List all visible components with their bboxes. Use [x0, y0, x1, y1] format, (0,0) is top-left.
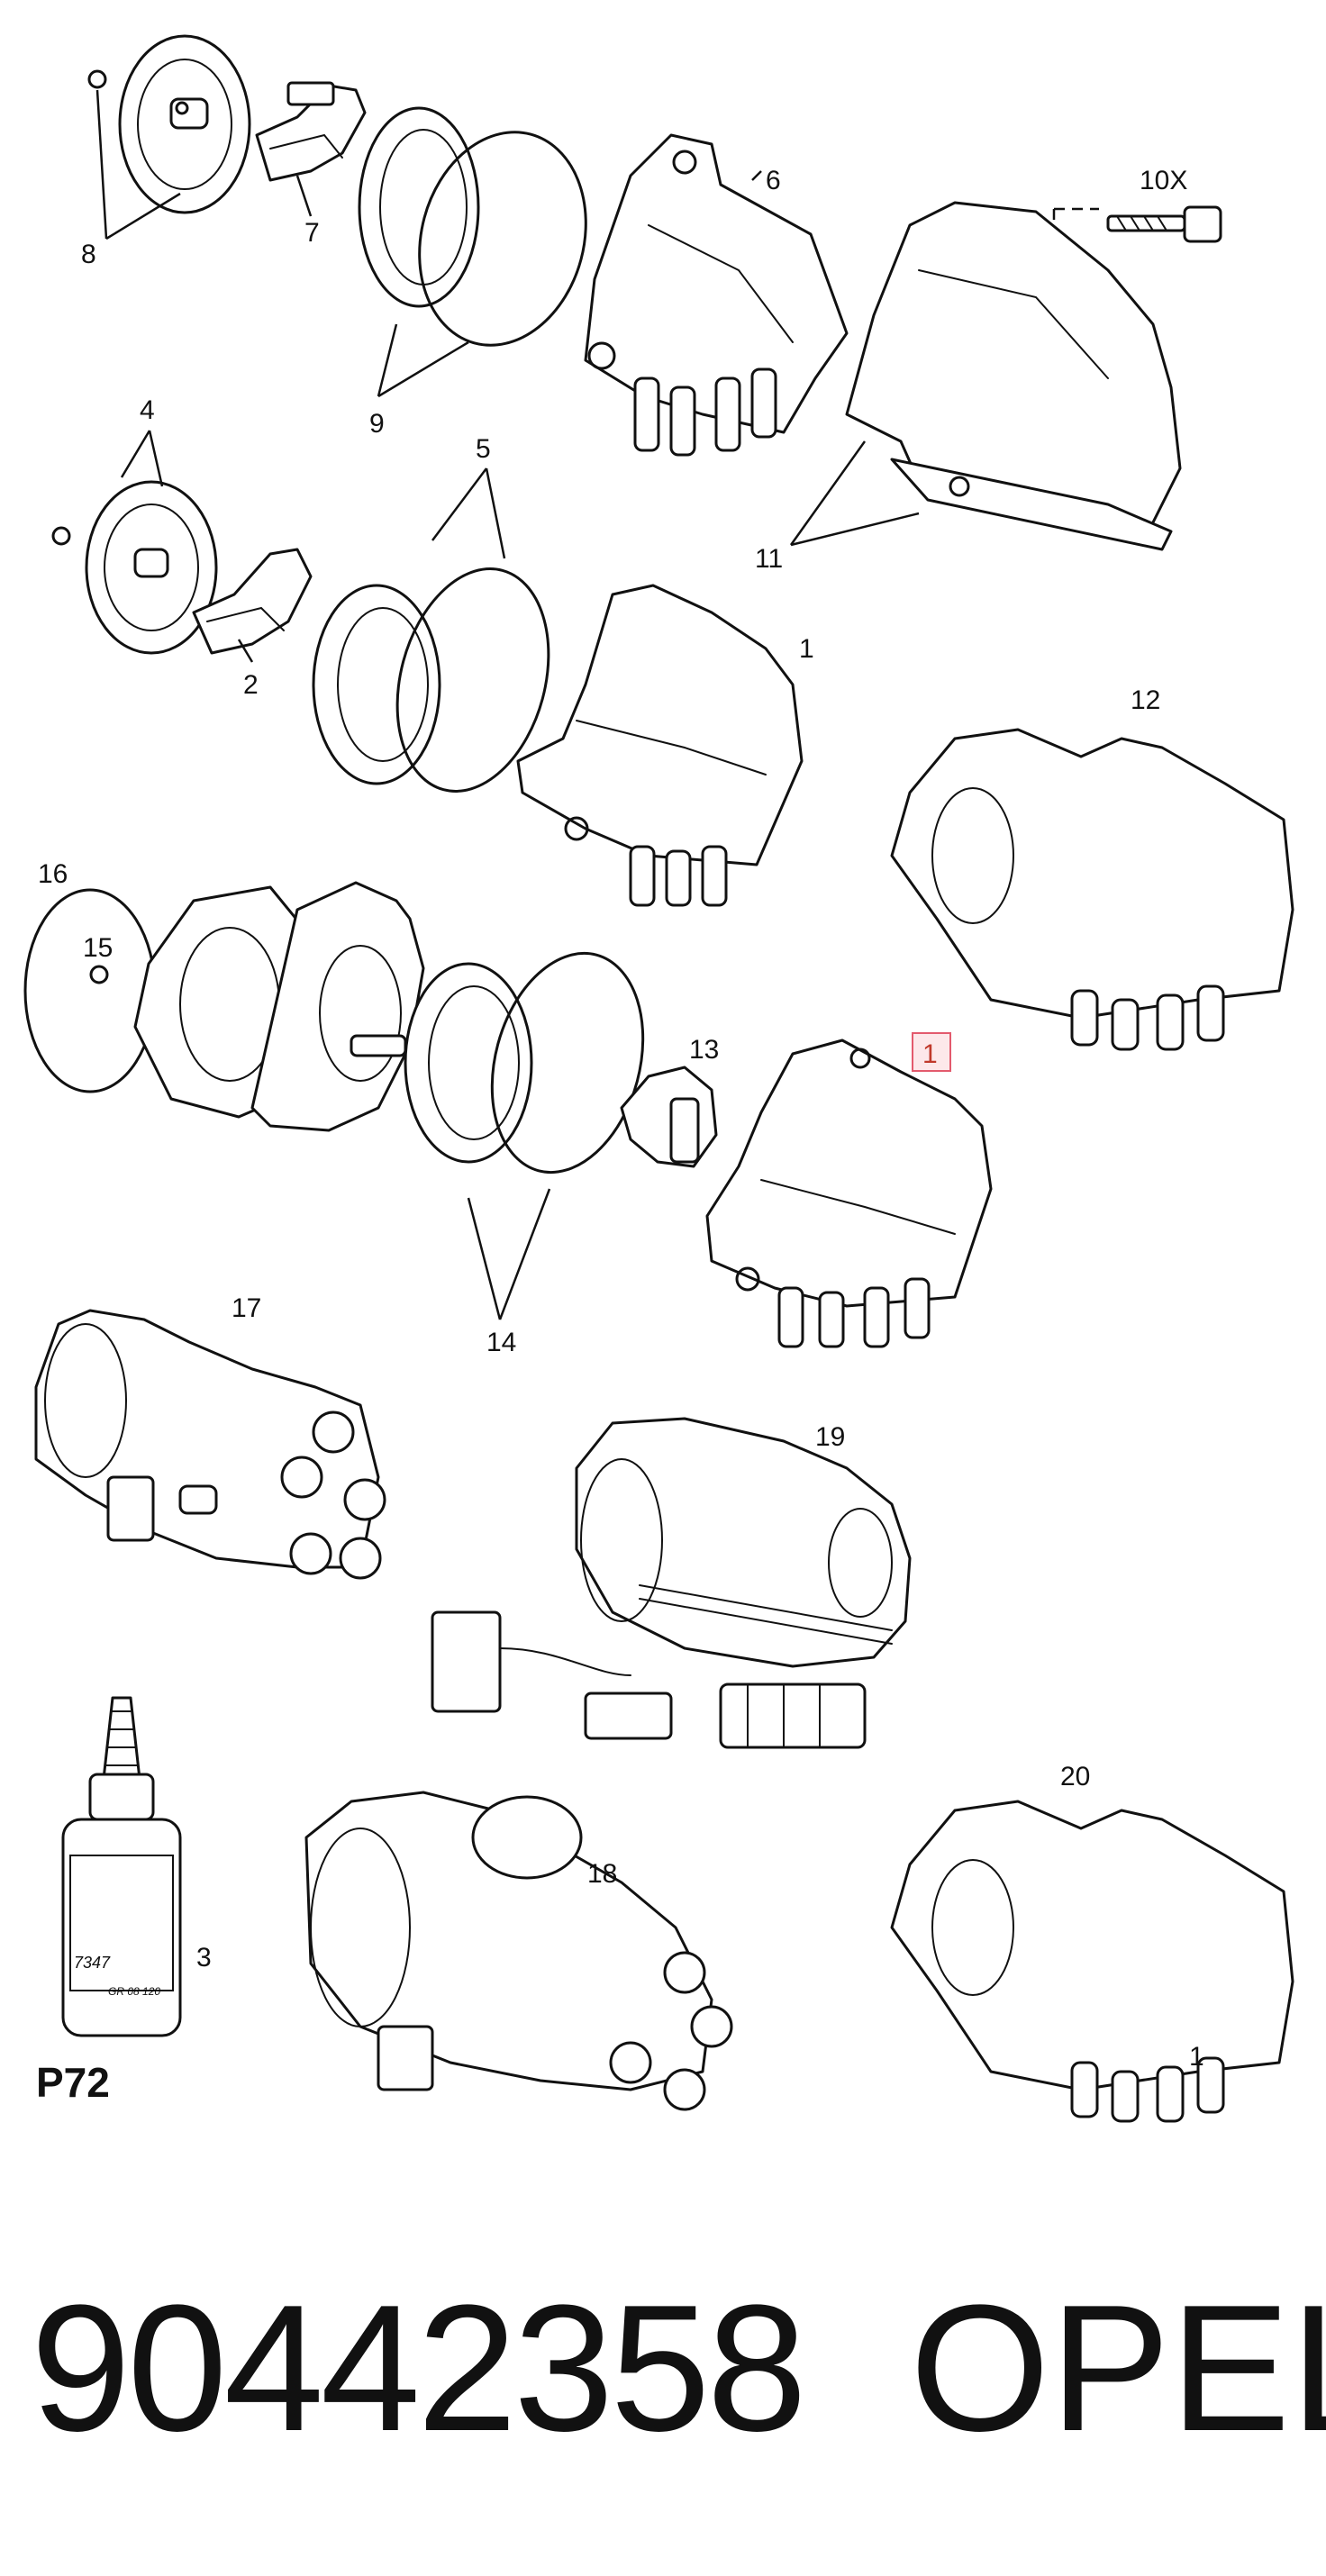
callout-7: 7	[304, 218, 320, 248]
part-20-distributor-cap	[890, 1800, 1294, 2123]
part-1-distributor-cap-upper	[516, 584, 804, 907]
distributor-housing	[133, 881, 425, 1132]
callout-12: 12	[1131, 685, 1160, 715]
part-1-distributor-cap-highlighted	[705, 1039, 993, 1348]
callout-1-highlight-box[interactable]: 1	[912, 1032, 951, 1072]
bottle-code: 7347	[74, 1954, 111, 1972]
callout-11: 11	[755, 544, 783, 574]
part-18-distributor-assembly	[304, 1791, 733, 2111]
part-5-seal-rings	[312, 567, 550, 793]
callout-17: 17	[232, 1293, 261, 1323]
part-17-distributor-assembly	[34, 1309, 386, 1580]
part-9-seal-rings	[358, 106, 587, 347]
footer: 90442358 OPEL	[0, 2270, 1326, 2468]
part-number: 90442358	[31, 2268, 807, 2469]
part-2-pickup	[192, 548, 313, 655]
callout-15: 15	[83, 933, 113, 963]
callout-9: 9	[369, 409, 385, 439]
callout-16: 16	[38, 859, 68, 889]
callout-8: 8	[81, 240, 96, 269]
brand-name: OPEL	[910, 2268, 1326, 2469]
bottle-small-text: GR 08 120	[108, 1985, 160, 1998]
part-13-rotor	[620, 1066, 718, 1168]
callout-14: 14	[486, 1328, 516, 1357]
part-12-distributor-cap	[890, 728, 1294, 1051]
callout-2: 2	[243, 670, 259, 700]
part-8-rotor-plate	[87, 34, 251, 214]
part-11-ignition-module	[845, 201, 1182, 551]
exploded-parts-diagram: 7347 GR 08 120 8 7 6 10X 9 11 4 2	[23, 34, 1294, 2123]
part-15-washer	[89, 965, 109, 984]
callout-4: 4	[140, 395, 155, 425]
part-19-distributor-assembly	[431, 1417, 912, 1749]
part-14-seal-rings	[404, 951, 645, 1175]
leader-lines	[95, 89, 920, 1320]
part-7-pickup	[255, 81, 367, 182]
part-3-bottle: 7347 GR 08 120	[61, 1696, 182, 2037]
callout-1-lower: 1	[1189, 2042, 1204, 2072]
callout-19: 19	[815, 1422, 845, 1452]
callout-18: 18	[587, 1859, 617, 1889]
callout-20: 20	[1060, 1762, 1090, 1791]
part-10x-bolt	[1052, 205, 1222, 261]
callout-3: 3	[196, 1943, 212, 1973]
callout-1-highlighted: 1	[922, 1039, 938, 1069]
callout-1-upper: 1	[799, 634, 814, 664]
callout-10x: 10X	[1140, 166, 1187, 195]
callout-6: 6	[766, 166, 781, 195]
part-4-rotor-plate	[51, 480, 218, 655]
callout-13: 13	[689, 1035, 719, 1065]
part-16-o-ring	[23, 888, 157, 1093]
callout-5: 5	[476, 434, 491, 464]
bottle-label-p72: P72	[36, 2059, 110, 2106]
part-6-distributor-cap	[584, 133, 849, 457]
